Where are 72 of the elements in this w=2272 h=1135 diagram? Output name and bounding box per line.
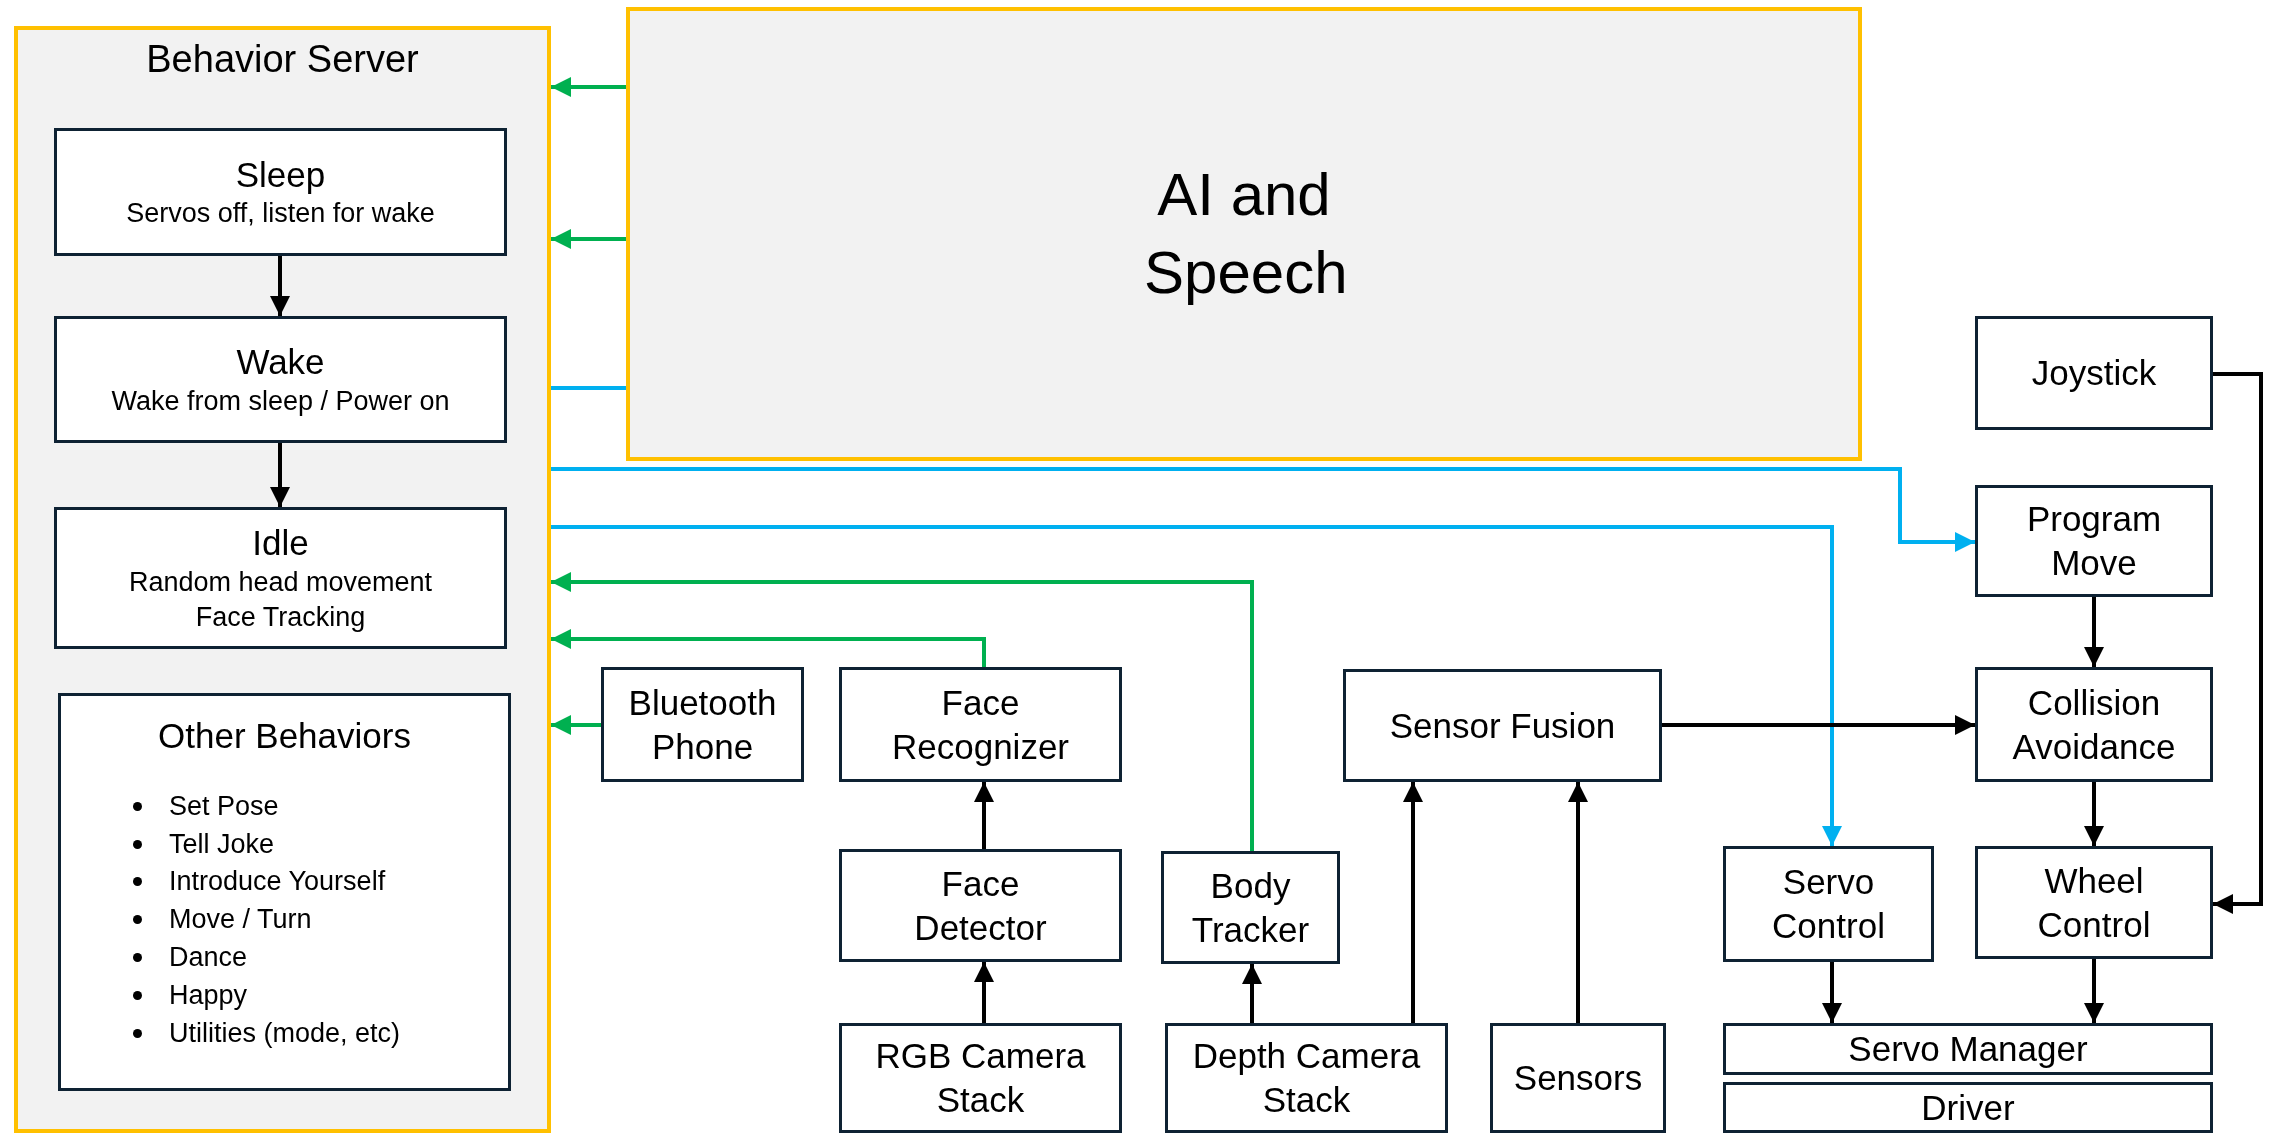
process-box — [1975, 667, 2213, 782]
box-title: Collision Avoidance — [2011, 681, 2177, 768]
box-title: Wheel Control — [2036, 859, 2152, 946]
process-box — [839, 849, 1122, 962]
box-title: Depth Camera Stack — [1191, 1035, 1422, 1121]
box-title: Driver — [1921, 1086, 2015, 1129]
container-panel — [14, 26, 551, 1133]
box-text: Wake from sleep / Power on — [111, 384, 450, 418]
arrow — [1403, 782, 1423, 1023]
box-title: Sensors — [1513, 1057, 1643, 1100]
arrow — [1822, 962, 1842, 1023]
box-text: Servos off, listen for wake — [126, 197, 435, 231]
process-box — [839, 667, 1122, 782]
list-item: Utilities (mode, etc) — [168, 1017, 401, 1048]
list-item: Dance — [168, 941, 247, 972]
arrow — [1242, 964, 1262, 1023]
list-item: Introduce Yourself — [168, 866, 386, 897]
list-item: Happy — [168, 979, 247, 1010]
process-box — [54, 507, 507, 649]
process-box — [1723, 1082, 2213, 1133]
list-item: Set Pose — [168, 790, 279, 821]
process-box — [1161, 851, 1340, 964]
process-box — [839, 1023, 1122, 1133]
arrow — [551, 229, 626, 249]
arrow — [551, 77, 626, 97]
arrow — [270, 256, 290, 316]
box-title: Joystick — [2031, 352, 2157, 395]
box-text: Random head movement Face Tracking — [127, 565, 434, 634]
process-box — [54, 128, 507, 256]
process-box — [1165, 1023, 1448, 1133]
box-title: Sleep — [235, 153, 326, 196]
arrow — [974, 962, 994, 1023]
arrow — [2084, 959, 2104, 1023]
arrow — [551, 629, 986, 667]
arrow — [270, 443, 290, 507]
box-title: Other Behaviors — [158, 715, 411, 757]
arrow — [2084, 597, 2104, 667]
process-box — [1975, 846, 2213, 959]
box-title: Program Move — [2025, 498, 2163, 584]
process-box — [58, 693, 511, 1091]
box-title: Sensor Fusion — [1389, 704, 1616, 747]
arrow — [551, 572, 1254, 851]
process-box — [601, 667, 804, 782]
arrow — [551, 715, 601, 735]
list-item: Move / Turn — [168, 904, 312, 935]
box-title: Bluetooth Phone — [627, 681, 778, 768]
box-title: Body Tracker — [1190, 864, 1311, 951]
box-title: RGB Camera Stack — [874, 1035, 1087, 1121]
process-box — [626, 7, 1862, 461]
process-box — [1723, 846, 1934, 962]
box-title: Wake — [236, 341, 325, 384]
box-title: Face Recognizer — [890, 681, 1070, 768]
box-title: Servo Manager — [1848, 1028, 2088, 1071]
arrow — [551, 525, 1842, 846]
arrow — [1568, 782, 1588, 1023]
box-title: Behavior Server — [146, 37, 419, 82]
arrow — [551, 467, 1975, 552]
process-box — [1343, 669, 1662, 782]
box-title: Servo Control — [1771, 861, 1886, 947]
arrow — [2084, 782, 2104, 846]
box-title: Face Detector — [913, 862, 1048, 949]
arrow — [2213, 372, 2263, 914]
list-item: Tell Joke — [168, 828, 274, 859]
process-box — [1723, 1023, 2213, 1075]
process-box — [54, 316, 507, 443]
box-title: Idle — [252, 522, 309, 565]
process-box — [1975, 485, 2213, 597]
arrow — [1662, 715, 1975, 735]
arrow — [974, 782, 994, 849]
box-title: AI and Speech — [1144, 160, 1344, 308]
process-box — [1490, 1023, 1666, 1133]
process-box — [1975, 316, 2213, 430]
